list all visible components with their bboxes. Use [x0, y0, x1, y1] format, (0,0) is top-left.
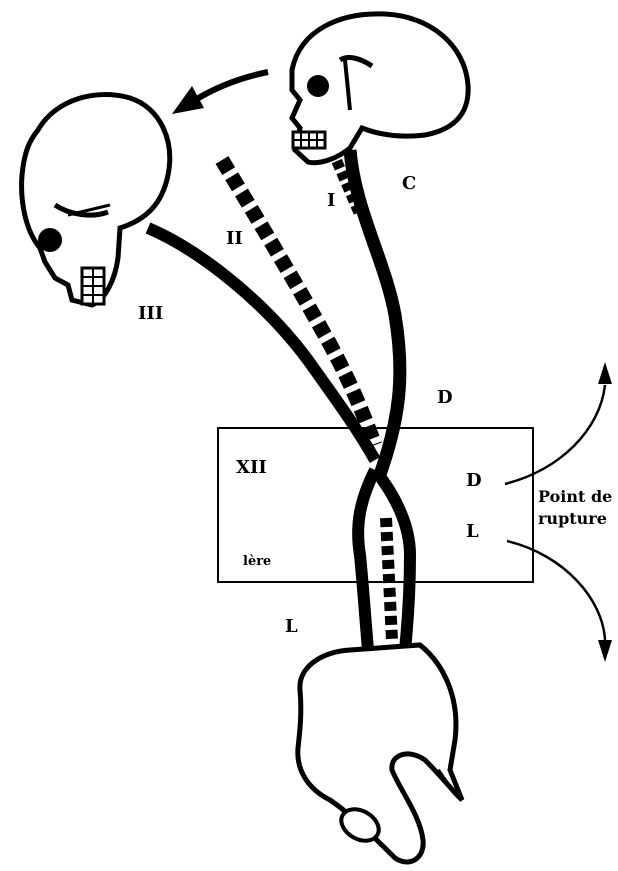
skull-position-I — [292, 14, 468, 163]
label-region-L-bottom: L — [285, 616, 298, 637]
label-vertebra-XII: XII — [236, 457, 267, 478]
lower-spine — [358, 470, 410, 650]
label-position-I: I — [327, 190, 335, 211]
spine-position-III — [148, 228, 375, 460]
motion-arrow — [172, 72, 268, 114]
pelvis — [298, 645, 462, 862]
label-region-L-box: L — [466, 521, 479, 542]
label-position-III: III — [138, 303, 163, 324]
label-region-C: C — [402, 173, 416, 194]
skull-position-III — [22, 95, 170, 305]
spine-position-II — [222, 160, 375, 445]
label-point-de: Point de — [538, 487, 612, 506]
label-region-D-box: D — [466, 470, 482, 491]
label-region-D-top: D — [437, 387, 453, 408]
label-position-II: II — [226, 228, 243, 249]
label-vertebra-1ere: lère — [243, 554, 271, 569]
label-rupture: rupture — [538, 509, 607, 528]
